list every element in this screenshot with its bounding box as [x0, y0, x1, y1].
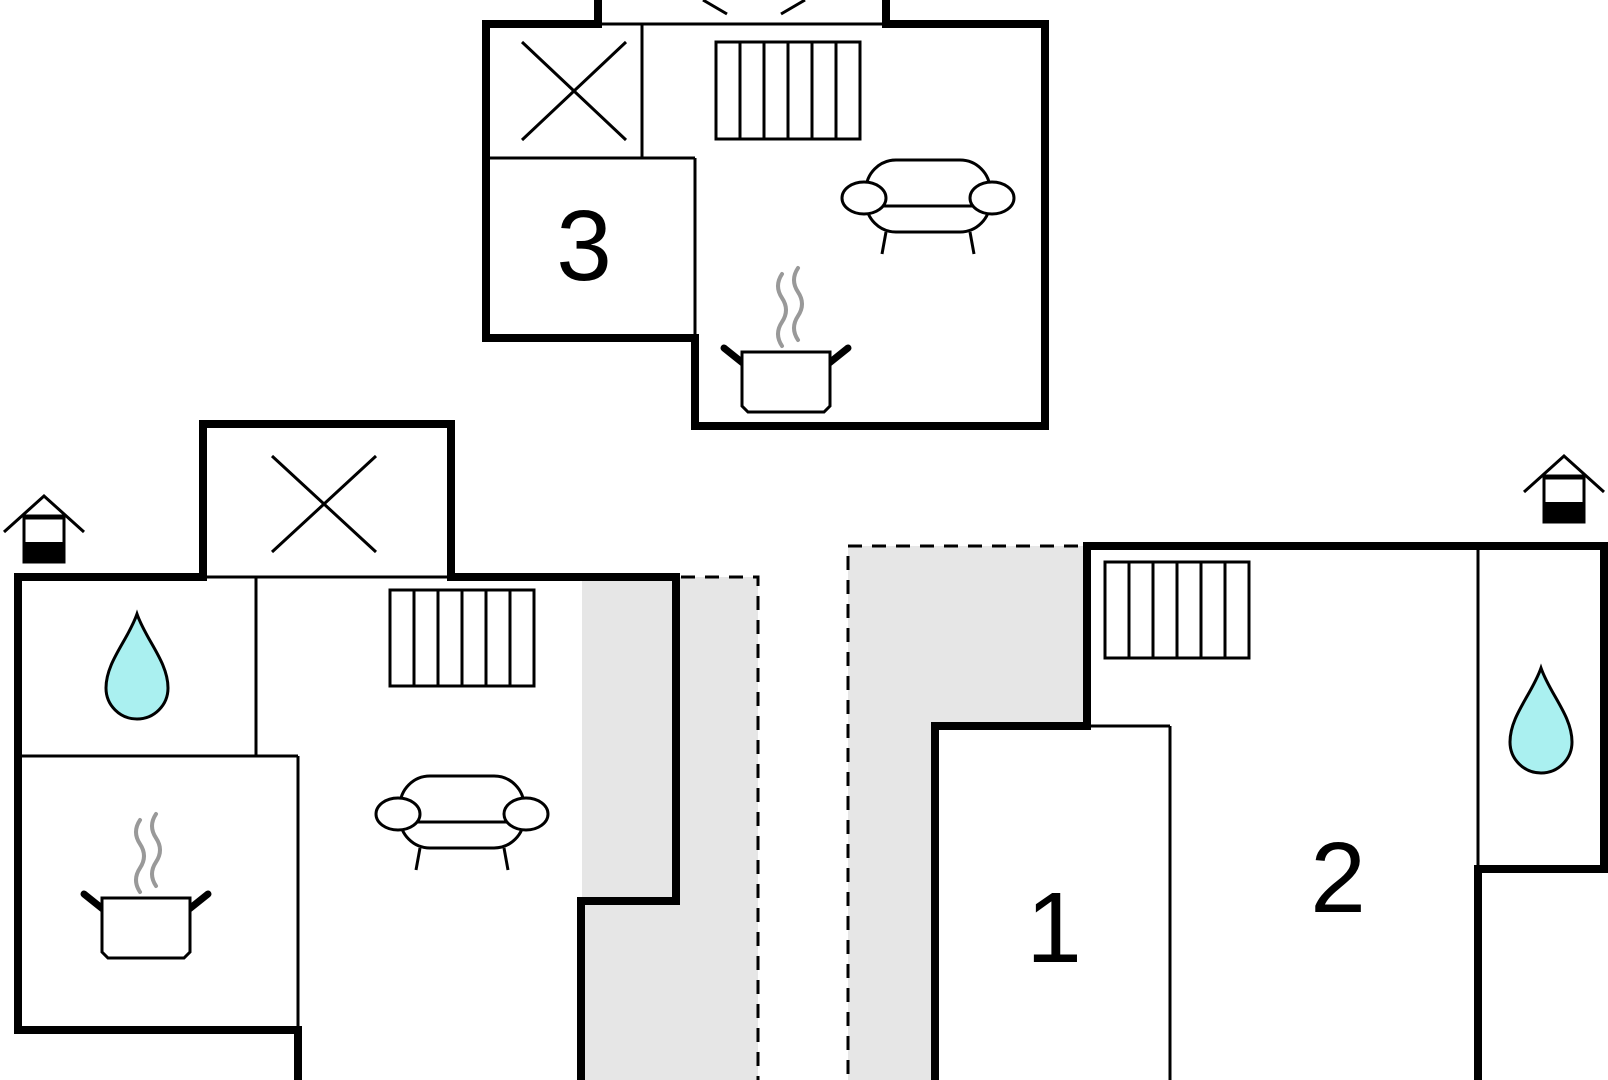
upper-floor-outer-wall: [482, 0, 1049, 430]
water-drop-icon: [104, 609, 170, 721]
sofa-icon: [840, 158, 1016, 255]
sofa-icon: [374, 774, 550, 871]
void-cross-icon: [270, 454, 378, 554]
room-number-3: 3: [556, 190, 612, 302]
water-drop-icon: [1508, 663, 1574, 775]
left-floor-plan: [2, 420, 760, 1080]
cooking-pot-icon: [80, 812, 212, 960]
upper-floor-roof-edge: [780, 0, 806, 16]
room-number-2: 2: [1310, 822, 1366, 934]
right-floor-outer-wall: [931, 542, 1608, 1080]
left-terrace-outline: [681, 575, 760, 1080]
upper-floor-roof-edge: [702, 0, 728, 16]
chimney-house-icon: [1522, 453, 1606, 524]
chimney-house-icon: [2, 493, 86, 564]
upper-floor-plan: 3: [482, 0, 1049, 430]
stairs-icon: [1103, 560, 1251, 660]
stairs-icon: [714, 40, 862, 141]
right-terrace: [848, 546, 1083, 1080]
right-floor-plan: 1 2: [846, 453, 1608, 1080]
left-floor-outer-wall: [14, 420, 680, 1080]
stairs-icon: [388, 588, 536, 688]
room-number-1: 1: [1026, 872, 1082, 984]
void-cross-icon: [520, 40, 628, 142]
right-terrace-outline: [846, 544, 1078, 1080]
cooking-pot-icon: [720, 266, 852, 414]
left-terrace: [582, 577, 758, 1080]
